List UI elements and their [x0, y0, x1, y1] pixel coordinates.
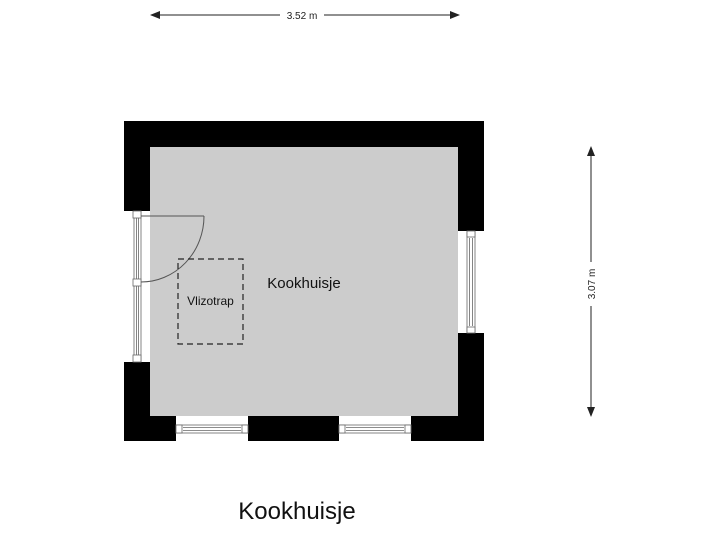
depth-dimension: 3.07 m	[587, 146, 598, 417]
wall-bottom-middle	[248, 416, 339, 441]
width-dimension: 3.52 m	[150, 11, 460, 22]
room-label: Kookhuisje	[267, 275, 340, 292]
attic-ladder-outline	[177, 258, 244, 345]
width-dimension-label: 3.52 m	[287, 11, 318, 22]
attic-ladder: Vlizotrap	[177, 258, 244, 345]
wall-top	[124, 121, 484, 147]
window-bottom-left	[175, 424, 249, 434]
wall-right-upper	[458, 121, 484, 231]
attic-ladder-label: Vlizotrap	[187, 294, 234, 308]
wall-bottom-right	[411, 416, 484, 441]
window-bottom-right	[338, 424, 412, 434]
depth-dimension-label: 3.07 m	[587, 269, 598, 300]
wall-bottom-left	[124, 416, 176, 441]
door	[140, 215, 205, 283]
window-right	[466, 230, 476, 334]
wall-left-upper	[124, 121, 150, 211]
room-floor	[150, 147, 458, 416]
walls	[124, 121, 484, 441]
left-wall-openings	[132, 210, 142, 363]
plan-title: Kookhuisje	[238, 498, 356, 525]
door-swing-arc	[140, 215, 205, 283]
